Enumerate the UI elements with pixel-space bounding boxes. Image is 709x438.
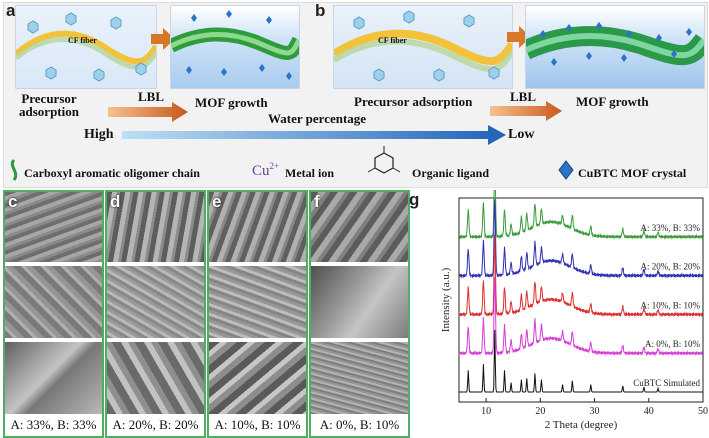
sem-image-high-mag (209, 342, 306, 414)
sem-divider (209, 338, 306, 342)
sem-image-mid-mag (5, 266, 102, 338)
sem-image-low-mag (107, 192, 204, 262)
legend-chain-label: Carboxyl aromatic oligomer chain (24, 166, 200, 180)
sem-divider (107, 338, 204, 342)
x-tick-label: 40 (644, 406, 654, 417)
plot-frame (458, 197, 704, 403)
mof-growth-image-a (170, 5, 300, 89)
sem-column-f: f A: 0%, B: 10% (309, 190, 410, 438)
xrd-series-label: A: 33%, B: 33% (641, 223, 701, 233)
arrow-icon (151, 28, 175, 50)
sem-column-d: d A: 20%, B: 20% (105, 190, 206, 438)
x-tick-label: 20 (535, 406, 545, 417)
sem-image-high-mag (107, 342, 204, 414)
xrd-series-line (458, 190, 703, 240)
xrd-series-label: A: 20%, B: 20% (641, 262, 701, 272)
panel-letter-g: g (409, 190, 420, 209)
organic-ligand-icon (367, 146, 401, 174)
precursor-adsorption-label-a: Precursor adsorption (19, 91, 79, 119)
sem-image-low-mag (209, 192, 306, 262)
xrd-series-line (458, 235, 703, 318)
mof-growth-label-b: MOF growth (576, 94, 649, 109)
lbl-label-a: LBL (138, 89, 165, 104)
sem-image-low-mag (311, 192, 408, 262)
xrd-series-line (458, 276, 703, 357)
lbl-arrow-icon (108, 102, 188, 122)
high-label: High (84, 127, 114, 142)
cf-fiber-label-b: CF fiber (378, 36, 407, 45)
sem-panel-letter: f (314, 192, 320, 211)
precursor-adsorption-image-b: CF fiber (333, 5, 513, 89)
water-percentage-label: Water percentage (268, 111, 367, 126)
sem-divider (5, 338, 102, 342)
metal-ion-symbol: Cu2+ (252, 161, 280, 179)
x-tick-label: 30 (590, 406, 600, 417)
xrd-series-label: A: 10%, B: 10% (641, 300, 701, 310)
sem-divider (209, 262, 306, 266)
water-percentage-arrow-icon (122, 125, 506, 145)
xrd-series-label: CuBTC Simulated (633, 378, 700, 388)
xrd-series-line (458, 199, 703, 279)
sem-image-high-mag (5, 342, 102, 414)
xrd-chart: A: 33%, B: 33% A: 20%, B: 20% A: 10%, B: 1… (440, 190, 708, 431)
low-label: Low (508, 127, 535, 142)
precursor-fiber-illustration-a (16, 12, 156, 82)
lbl-label-b: LBL (510, 89, 537, 104)
oligomer-chain-icon (10, 158, 18, 181)
sem-image-mid-mag (107, 266, 204, 338)
panel-letter-b: b (315, 1, 326, 20)
sem-panel-letter: e (212, 192, 222, 211)
sem-column-e: e A: 10%, B: 10% (207, 190, 308, 438)
sem-caption: A: 20%, B: 20% (107, 414, 204, 436)
sem-image-high-mag (311, 342, 408, 414)
panel-letter-a: a (6, 1, 16, 20)
mof-growth-image-b (525, 5, 705, 89)
precursor-adsorption-image-a: CF fiber (15, 5, 157, 89)
sem-panel-letter: d (110, 192, 121, 211)
sem-divider (311, 338, 408, 342)
legend-crystal-label: CuBTC MOF crystal (578, 166, 687, 180)
legend-ligand-label: Organic ligand (412, 166, 490, 180)
xrd-series-line (459, 329, 703, 393)
sem-divider (5, 262, 102, 266)
sem-divider (311, 262, 408, 266)
sem-image-mid-mag (311, 266, 408, 338)
cf-fiber-label: CF fiber (68, 36, 97, 45)
y-axis-label: Intensity (a.u.) (440, 267, 452, 332)
legend-metal-label: Metal ion (285, 166, 334, 180)
mof-growth-label-a: MOF growth (195, 95, 268, 110)
sem-caption: A: 33%, B: 33% (5, 414, 102, 436)
precursor-fiber-illustration-b (334, 10, 512, 82)
precursor-adsorption-label-b: Precursor adsorption (354, 94, 473, 109)
sem-column-c: c A: 33%, B: 33% (3, 190, 104, 438)
sem-divider (107, 262, 204, 266)
xrd-series-label: A: 0%, B: 10% (645, 339, 701, 349)
sem-caption: A: 10%, B: 10% (209, 414, 306, 436)
sem-caption: A: 0%, B: 10% (311, 414, 408, 436)
mof-fiber-illustration-a (171, 10, 299, 80)
x-tick-label: 10 (481, 406, 491, 417)
x-tick-label: 50 (698, 406, 708, 417)
sem-panel-letter: c (8, 192, 18, 211)
mof-crystal-icon (558, 160, 574, 180)
sem-image-mid-mag (209, 266, 306, 338)
lbl-arrow-icon (490, 101, 562, 121)
mof-fiber-illustration-b (526, 22, 704, 66)
x-axis-label: 2 Theta (degree) (545, 419, 618, 431)
sem-image-low-mag (5, 192, 102, 262)
